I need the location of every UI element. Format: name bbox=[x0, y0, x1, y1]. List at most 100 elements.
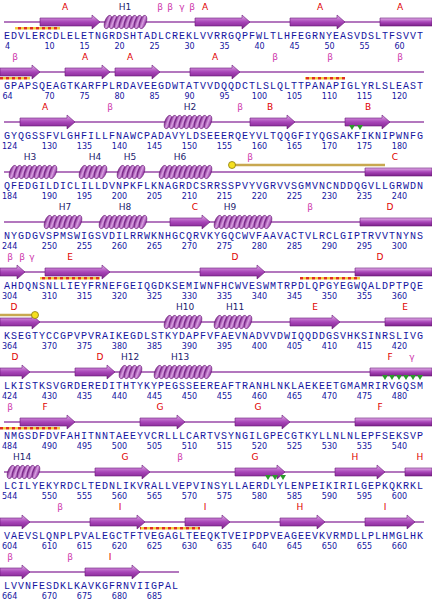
residue-number: 260 bbox=[112, 242, 127, 251]
residue-number: 150 bbox=[182, 142, 197, 151]
residue-number: 140 bbox=[112, 142, 127, 151]
strand-arrow bbox=[335, 465, 385, 479]
sheet-label: D bbox=[11, 302, 18, 312]
residue-number: 680 bbox=[112, 592, 127, 601]
helix-turn bbox=[203, 364, 214, 379]
residue-number: 124 bbox=[2, 142, 17, 151]
strand-arrow bbox=[0, 565, 30, 579]
residue-number: 110 bbox=[322, 92, 337, 101]
residue-number: 180 bbox=[392, 142, 407, 151]
strand-arrow bbox=[20, 115, 75, 129]
residue-number: 390 bbox=[182, 342, 197, 351]
sheet-label: I bbox=[109, 552, 112, 562]
sheet-label: H bbox=[352, 452, 359, 462]
residue-number: 135 bbox=[77, 142, 92, 151]
sheet-label: A bbox=[62, 2, 68, 12]
residue-number: 660 bbox=[392, 542, 407, 551]
residue-number: 364 bbox=[2, 342, 17, 351]
structure-row bbox=[4, 214, 432, 229]
strand-arrow bbox=[45, 265, 110, 279]
residue-number: 165 bbox=[287, 142, 302, 151]
residue-number: 55 bbox=[359, 42, 369, 51]
turn-label: β bbox=[272, 52, 278, 62]
disulphide-bar bbox=[232, 164, 385, 167]
residue-sequence: GPAPSQEAGTKARFPLRDAVEEGDWTATVVDQQDCTLSLQ… bbox=[4, 81, 424, 92]
sheet-label: F bbox=[377, 402, 382, 412]
backbone-line bbox=[4, 371, 424, 373]
residue-number: 275 bbox=[217, 242, 232, 251]
residue-number: 280 bbox=[252, 242, 267, 251]
residue-sequence: LCILYEKYRDCLTEDNLIKVRALLVEPVINSYLLAERDLY… bbox=[4, 481, 424, 492]
site-marker bbox=[272, 475, 278, 480]
strand-arrow bbox=[355, 268, 432, 276]
residue-number: 205 bbox=[147, 192, 162, 201]
residue-number: 310 bbox=[42, 292, 57, 301]
residue-number: 30 bbox=[184, 42, 194, 51]
site-marker bbox=[280, 475, 286, 480]
residue-number: 90 bbox=[184, 92, 194, 101]
turn-label: β bbox=[19, 252, 25, 262]
residue-number: 355 bbox=[357, 292, 372, 301]
helix-turn bbox=[203, 114, 214, 129]
residue-number: 15 bbox=[79, 42, 89, 51]
residue-number: 575 bbox=[217, 492, 232, 501]
strand-arrow bbox=[365, 168, 432, 176]
strand-arrow bbox=[200, 265, 265, 279]
residue-number: 175 bbox=[357, 142, 372, 151]
residue-number: 290 bbox=[322, 242, 337, 251]
residue-sequence: NYGDGVSPMSWIGSVDILRRWKNHGCQRVKYGQCWVFAAV… bbox=[4, 231, 424, 242]
residue-number: 604 bbox=[2, 542, 17, 551]
site-marker bbox=[389, 375, 395, 380]
turn-label: β bbox=[397, 52, 403, 62]
residue-number: 560 bbox=[112, 492, 127, 501]
helix-coil bbox=[163, 114, 214, 129]
residue-number: 220 bbox=[252, 192, 267, 201]
site-marker bbox=[410, 375, 416, 380]
residue-number: 620 bbox=[112, 542, 127, 551]
helix-coil bbox=[103, 14, 149, 29]
helix-label: H12 bbox=[121, 352, 139, 362]
residue-number: 265 bbox=[147, 242, 162, 251]
residue-sequence: VAEVSLQNPLPVALEGCTFTVEGAGLTEEQKTVEIPDPVE… bbox=[4, 531, 424, 542]
sheet-label: B bbox=[267, 102, 273, 112]
helix-turn bbox=[243, 314, 254, 329]
residue-number: 520 bbox=[252, 442, 267, 451]
residue-number: 200 bbox=[112, 192, 127, 201]
strand-arrow bbox=[365, 515, 415, 529]
backbone-line bbox=[4, 171, 424, 173]
residue-number: 70 bbox=[44, 92, 54, 101]
residue-number: 415 bbox=[357, 342, 372, 351]
structure-row bbox=[0, 265, 432, 280]
residue-number: 590 bbox=[322, 492, 337, 501]
residue-number: 505 bbox=[147, 442, 162, 451]
sheet-label: E bbox=[312, 302, 318, 312]
sheet-label: G bbox=[255, 402, 262, 412]
residue-number: 230 bbox=[322, 192, 337, 201]
residue-number: 295 bbox=[357, 242, 372, 251]
site-marker bbox=[403, 375, 409, 380]
residue-number: 95 bbox=[219, 92, 229, 101]
hairpin-stripe bbox=[300, 277, 360, 280]
helix-label: H13 bbox=[171, 352, 189, 362]
residue-number: 195 bbox=[77, 192, 92, 201]
residue-number: 675 bbox=[77, 592, 92, 601]
residue-number: 610 bbox=[42, 542, 57, 551]
sheet-label: F bbox=[42, 402, 47, 412]
helix-label: H3 bbox=[24, 152, 37, 162]
sheet-label: D bbox=[97, 352, 104, 362]
residue-sequence: KSEGTYCCGPVPVRAIKEGDLSTKYDAPFVFAEVNADVVD… bbox=[4, 331, 424, 342]
helix-label: H8 bbox=[119, 202, 132, 212]
residue-number: 650 bbox=[322, 542, 337, 551]
strand-arrow bbox=[235, 415, 290, 429]
sheet-label: E bbox=[402, 302, 408, 312]
residue-number: 544 bbox=[2, 492, 17, 501]
turn-label: β bbox=[247, 152, 253, 162]
residue-number: 315 bbox=[77, 292, 92, 301]
turn-label: β bbox=[57, 502, 63, 512]
turn-label: β bbox=[7, 552, 13, 562]
structure-row bbox=[0, 65, 424, 80]
hairpin-stripe bbox=[0, 77, 30, 80]
sheet-label: G bbox=[122, 452, 129, 462]
residue-number: 320 bbox=[112, 292, 127, 301]
